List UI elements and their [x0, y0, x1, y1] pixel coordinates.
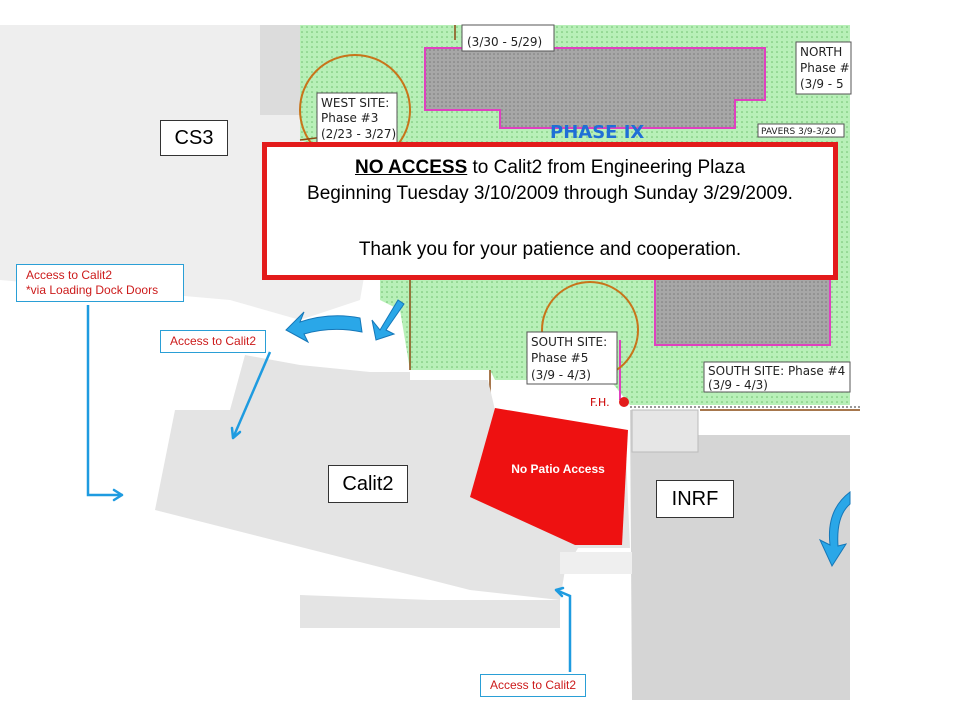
notice-strong: NO ACCESS	[354, 157, 468, 178]
loading-dock-access-callout: Access to Calit2 *via Loading Dock Doors	[16, 264, 184, 302]
west-access-arrow	[230, 351, 272, 440]
cs3-label: CS3	[160, 120, 228, 156]
inrf-annex	[631, 409, 699, 453]
notice-line-1-rest: to Calit2 from Engineering Plaza	[467, 157, 746, 178]
calit2-label: Calit2	[328, 465, 408, 503]
svg-text:(3/9 - 4/3): (3/9 - 4/3)	[531, 368, 591, 382]
fire-hydrant-label: F.H.	[590, 396, 610, 409]
svg-text:SOUTH SITE:: SOUTH SITE:	[531, 335, 607, 349]
no-patio-access-label: No Patio Access	[511, 462, 605, 476]
plan-label-west-site: WEST SITE: Phase #3 (2/23 - 3/27)	[316, 92, 398, 144]
connector-walkway	[560, 552, 632, 574]
loading-dock-callout-line-1: Access to Calit2	[26, 268, 113, 282]
plan-label-south-site: SOUTH SITE: Phase #5 (3/9 - 4/3)	[526, 331, 618, 385]
no-patio-access-zone	[470, 408, 628, 545]
inrf-label: INRF	[656, 480, 734, 518]
svg-text:PAVERS 3/9-3/20: PAVERS 3/9-3/20	[761, 127, 836, 137]
plan-label-north: NORTH Phase # (3/9 - 5	[795, 41, 852, 95]
south-access-arrow	[554, 586, 572, 672]
svg-text:WEST SITE:: WEST SITE:	[321, 96, 389, 110]
west-access-callout: Access to Calit2	[160, 330, 267, 353]
no-access-notice: NO ACCESS to Calit2 from Engineering Pla…	[262, 142, 838, 280]
inrf-building-footprint	[630, 410, 850, 700]
svg-text:NORTH: NORTH	[800, 45, 842, 59]
svg-text:(3/30 - 5/29): (3/30 - 5/29)	[467, 35, 542, 49]
phase-ix-building	[424, 47, 766, 129]
detour-curve-arrow-west	[285, 311, 363, 344]
plan-label-pavers: PAVERS 3/9-3/20	[757, 123, 845, 138]
calit2-south-wing	[300, 595, 560, 628]
notice-line-3: Thank you for your patience and cooperat…	[358, 239, 742, 260]
loading-dock-callout-line-2: *via Loading Dock Doors	[26, 283, 159, 297]
detour-arrow-north	[371, 299, 405, 341]
plan-label-south-site-2: SOUTH SITE: Phase #4 (3/9 - 4/3)	[703, 361, 851, 393]
svg-text:SOUTH SITE: Phase #4: SOUTH SITE: Phase #4	[708, 364, 845, 378]
svg-text:(3/9 - 5: (3/9 - 5	[800, 77, 844, 91]
notice-line-1: NO ACCESS to Calit2 from Engineering Pla…	[267, 155, 833, 181]
svg-text:Phase #3: Phase #3	[321, 111, 378, 125]
plan-label-top-phase: (3/30 - 5/29)	[461, 24, 555, 52]
detour-curve-arrow-east	[818, 490, 851, 568]
loading-dock-access-arrow	[86, 305, 124, 502]
svg-text:Phase #: Phase #	[800, 61, 850, 75]
notice-line-2: Beginning Tuesday 3/10/2009 through Sund…	[307, 183, 793, 204]
svg-text:Phase #5: Phase #5	[531, 351, 588, 365]
svg-text:(2/23 - 3/27): (2/23 - 3/27)	[321, 127, 396, 141]
phase-ix-label: PHASE IX	[550, 122, 644, 143]
svg-text:(3/9 - 4/3): (3/9 - 4/3)	[708, 378, 768, 392]
south-access-callout: Access to Calit2	[480, 674, 587, 697]
fire-hydrant-marker	[619, 397, 629, 407]
